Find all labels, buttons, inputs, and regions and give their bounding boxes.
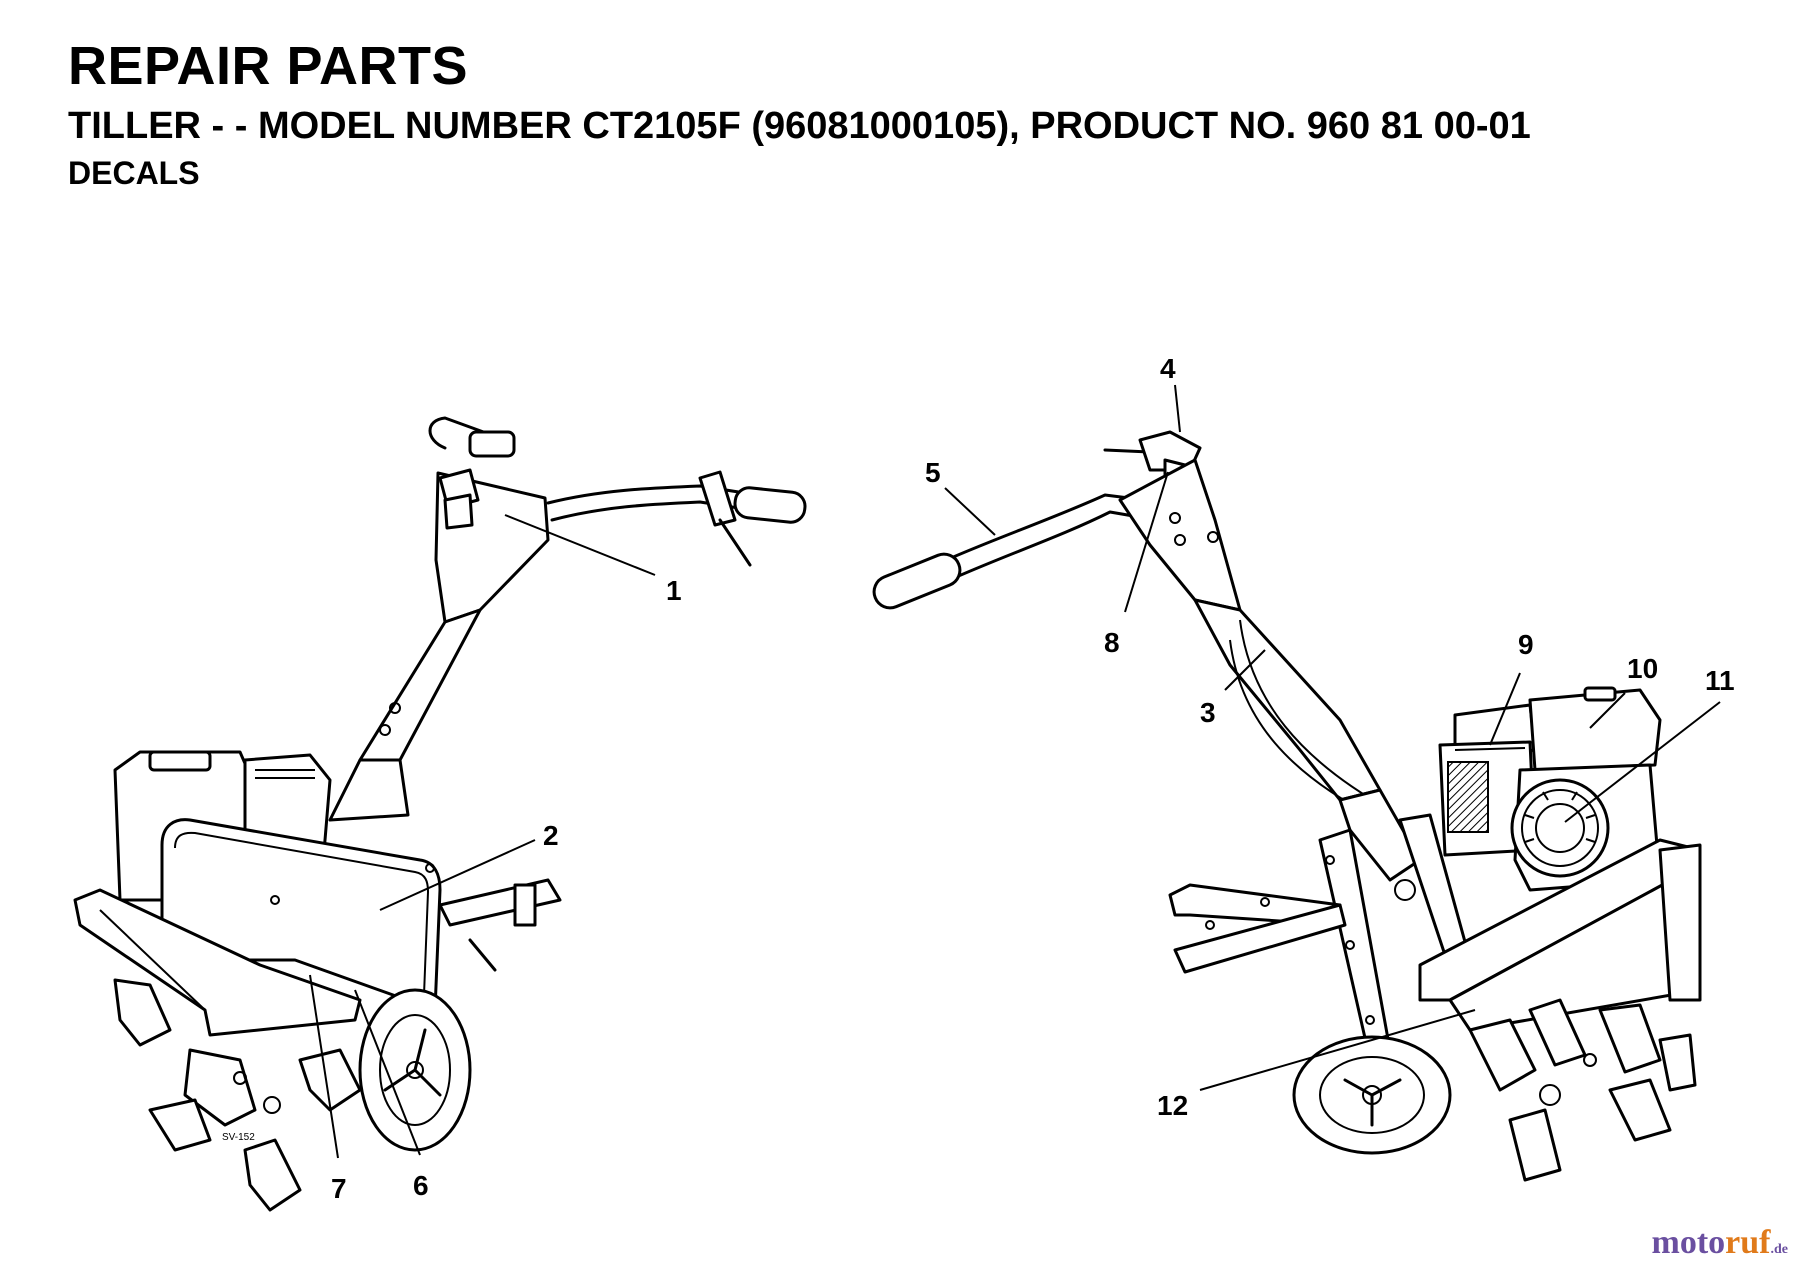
leader-8 <box>1124 471 1169 613</box>
header: REPAIR PARTS TILLER - - MODEL NUMBER CT2… <box>68 36 1531 192</box>
section-title: DECALS <box>68 155 200 191</box>
page-title: REPAIR PARTS <box>68 36 469 96</box>
drawing-code: SV-152 <box>222 1132 255 1143</box>
leader-11 <box>1564 701 1721 823</box>
model-subtitle: TILLER - - MODEL NUMBER CT2105F (9608100… <box>68 105 1531 147</box>
watermark-tld: .de <box>1770 1242 1789 1257</box>
leader-3 <box>1224 649 1266 691</box>
callout-7: 7 <box>331 1173 347 1204</box>
callout-3: 3 <box>1200 697 1216 728</box>
leader-4 <box>1174 384 1181 433</box>
callout-4: 4 <box>1160 353 1176 384</box>
leader-lines <box>309 384 1721 1159</box>
leader-9 <box>1489 672 1521 746</box>
callout-9: 9 <box>1518 629 1534 660</box>
callout-5: 5 <box>925 457 941 488</box>
leader-10 <box>1589 692 1626 729</box>
leader-7 <box>309 974 339 1159</box>
callout-10: 10 <box>1627 653 1658 684</box>
callout-2: 2 <box>543 820 559 851</box>
watermark-part-a: moto <box>1651 1224 1726 1261</box>
left-tiller-illustration: SV-152 <box>73 416 807 1212</box>
leader-2 <box>379 839 536 911</box>
site-watermark: motoruf.de <box>1652 1224 1788 1262</box>
leader-5 <box>944 487 996 536</box>
right-tiller-illustration <box>872 430 1702 1182</box>
callout-1: 1 <box>666 575 682 606</box>
leader-1 <box>504 514 656 576</box>
leader-12 <box>1199 1009 1476 1091</box>
callout-12: 12 <box>1157 1090 1188 1121</box>
watermark-part-b: ruf <box>1725 1224 1771 1261</box>
leader-6 <box>354 989 421 1156</box>
callout-numbers: 1 2 3 4 5 6 7 8 9 10 11 12 <box>331 353 1735 1204</box>
callout-8: 8 <box>1104 627 1120 658</box>
callout-6: 6 <box>413 1170 429 1201</box>
callout-11: 11 <box>1705 665 1735 696</box>
